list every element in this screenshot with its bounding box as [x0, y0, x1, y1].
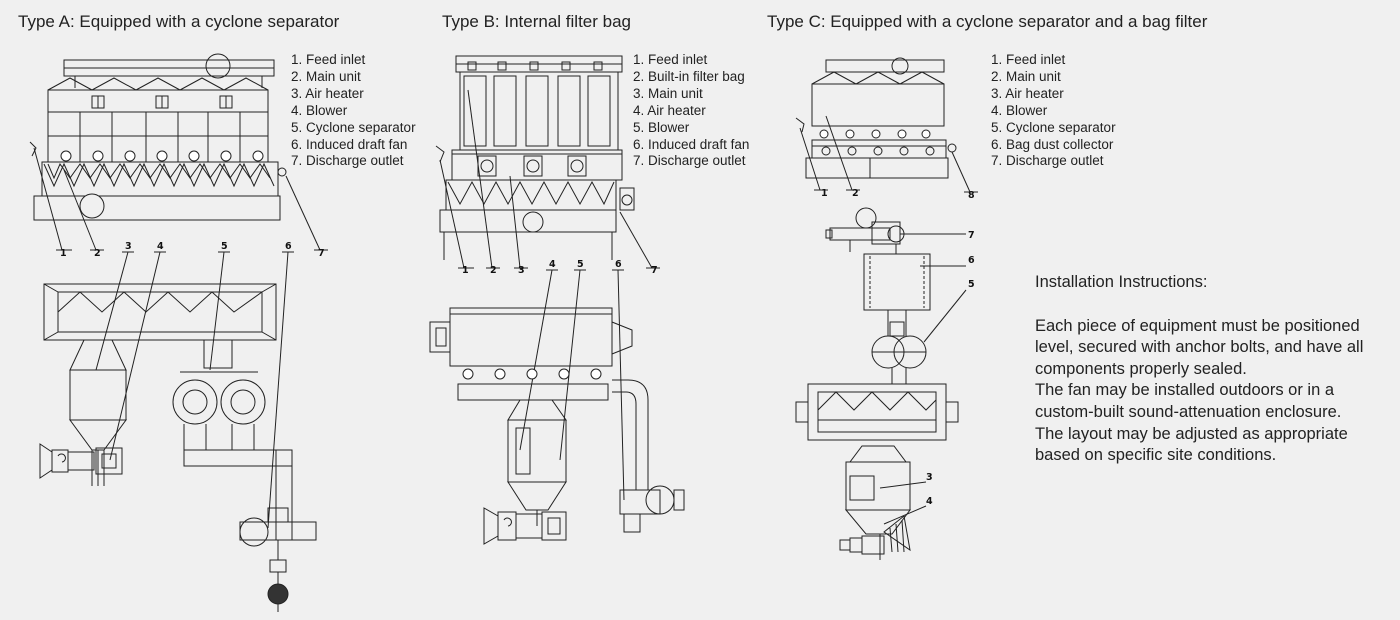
type-b-main-unit — [435, 145, 635, 260]
type-b-title: Type B: Internal filter bag — [442, 12, 631, 31]
legend-item: 1. Feed inlet — [291, 52, 366, 67]
callout-label: 2 — [852, 188, 859, 199]
type-a-leaders — [33, 147, 328, 529]
legend-item: 1. Feed inlet — [633, 52, 708, 67]
type-a-induced-draft-fan — [239, 507, 317, 612]
callout-label: 8 — [968, 190, 975, 201]
legend-item: 3. Air heater — [991, 85, 1064, 101]
legend-item: 1. Feed inlet — [991, 52, 1066, 67]
callout-label: 1 — [462, 265, 469, 276]
legend-item: 5. Blower — [633, 119, 690, 135]
callout-label: 5 — [221, 241, 228, 252]
callout-label: 5 — [968, 279, 975, 290]
callout-label: 2 — [94, 248, 101, 259]
type-c-drawing: 1 2 8 7 6 5 3 4 — [795, 57, 978, 560]
legend-item: 2. Built-in filter bag — [633, 68, 745, 84]
type-b-filter-bags — [455, 55, 623, 151]
type-a-blower — [39, 443, 123, 479]
installation-instructions: Installation Instructions: Each piece of… — [1035, 272, 1385, 467]
type-b-blower — [483, 507, 567, 545]
callout-label: 1 — [821, 188, 828, 199]
type-a-heater-manifold — [43, 283, 277, 341]
legend-item: 4. Blower — [291, 102, 348, 118]
callout-label: 2 — [490, 265, 497, 276]
callout-label: 7 — [968, 230, 975, 241]
type-c-air-heater — [844, 445, 911, 560]
type-b-legend: 1. Feed inlet 2. Built-in filter bag 3. … — [633, 52, 749, 170]
type-a-air-heater — [69, 339, 127, 486]
legend-item: 6. Induced draft fan — [633, 136, 750, 152]
callout-label: 3 — [926, 472, 933, 483]
type-c-induced-draft-fan — [825, 207, 905, 252]
callout-label: 6 — [285, 241, 292, 252]
type-c-leaders — [799, 115, 978, 525]
legend-item: 6. Induced draft fan — [291, 136, 408, 152]
type-a-drawing: 1 2 3 4 5 6 7 — [29, 53, 328, 612]
legend-item: 3. Air heater — [291, 85, 364, 101]
callout-label: 4 — [157, 241, 164, 252]
type-a-legend: 1. Feed inlet 2. Main unit 3. Air heater… — [291, 52, 416, 170]
type-c-heater-manifold — [795, 383, 959, 441]
callout-label: 6 — [615, 259, 622, 270]
legend-item: 7. Discharge outlet — [991, 153, 1104, 169]
type-b-drawing: 1 2 3 4 5 6 7 — [429, 55, 685, 545]
installation-paragraph: The fan may be installed outdoors or in … — [1035, 381, 1342, 421]
installation-paragraph: The layout may be adjusted as appropriat… — [1035, 424, 1348, 465]
legend-item: 3. Main unit — [633, 85, 703, 101]
callout-label: 7 — [651, 265, 658, 276]
type-b-leaders — [439, 89, 660, 501]
legend-item: 6. Bag dust collector — [991, 136, 1114, 152]
callout-label: 7 — [318, 248, 325, 259]
callout-label: 1 — [60, 248, 67, 259]
type-b-induced-draft-fan — [612, 379, 685, 533]
type-c-blower — [839, 515, 911, 555]
installation-heading: Installation Instructions: — [1035, 273, 1208, 291]
legend-item: 7. Discharge outlet — [291, 153, 404, 169]
type-c-legend: 1. Feed inlet 2. Main unit 3. Air heater… — [991, 52, 1116, 170]
legend-item: 4. Blower — [991, 102, 1048, 118]
callout-label: 4 — [926, 496, 933, 507]
legend-item: 5. Cyclone separator — [991, 119, 1116, 135]
legend-item: 2. Main unit — [991, 68, 1061, 84]
type-c-title: Type C: Equipped with a cyclone separato… — [767, 12, 1208, 31]
type-a-main-unit — [47, 89, 269, 163]
type-c-bag-dust-collector — [863, 244, 931, 337]
type-a-top-duct — [47, 53, 275, 91]
legend-item: 7. Discharge outlet — [633, 153, 746, 169]
callout-label: 3 — [518, 265, 525, 276]
type-c-main-unit — [795, 57, 957, 179]
type-b-cyclone — [507, 399, 567, 526]
installation-paragraph: Each piece of equipment must be position… — [1035, 316, 1364, 378]
callout-label: 6 — [968, 255, 975, 266]
type-c-cyclone-separator — [871, 335, 927, 384]
legend-item: 2. Main unit — [291, 68, 361, 84]
callout-label: 3 — [125, 241, 132, 252]
callout-label: 5 — [577, 259, 584, 270]
type-a-title: Type A: Equipped with a cyclone separato… — [18, 12, 340, 31]
legend-item: 4. Air heater — [633, 102, 706, 118]
legend-item: 5. Cyclone separator — [291, 119, 416, 135]
callout-label: 4 — [549, 259, 556, 270]
